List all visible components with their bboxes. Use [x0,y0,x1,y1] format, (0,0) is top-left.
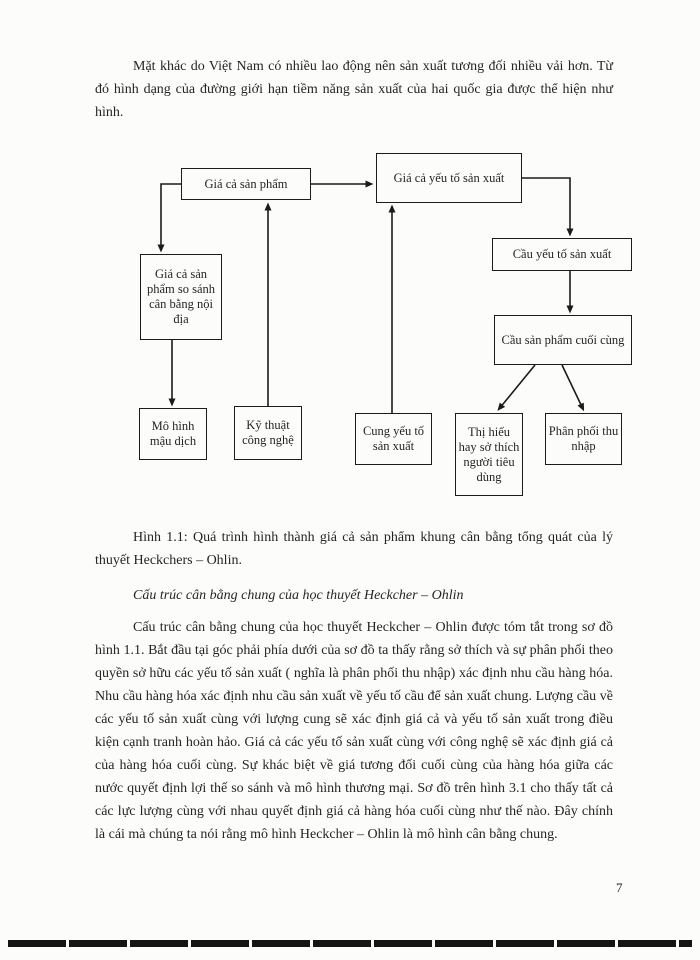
arrow-factor-price-to-factor-demand [522,177,574,237]
ho-flow-diagram: Giá cả sản phẩm Giá cả yếu tố sản xuất C… [0,145,700,510]
arrow-final-demand-to-tastes [497,364,536,411]
arrow-final-demand-to-income-distribution [561,364,585,412]
box-final-product-demand: Cầu sản phẩm cuối cùng [494,315,632,365]
figure-caption: Hình 1.1: Quá trình hình thành giá cả sả… [95,530,613,568]
box-domestic-equilibrium-price: Giá cả sản phẩm so sánh cân bằng nội địa [140,254,222,340]
box-trade-pattern: Mô hình mậu dịch [139,408,207,460]
box-factor-price: Giá cả yếu tố sản xuất [376,153,522,203]
box-income-distribution: Phân phối thu nhập [545,413,622,465]
flow-arrows [157,177,585,413]
box-technology: Kỹ thuật công nghệ [234,406,302,460]
scan-artifact-bar [8,940,692,947]
box-factor-demand: Cầu yếu tố sản xuất [492,238,632,271]
arrow-product-price-to-domestic-equilibrium [157,183,181,253]
box-factor-supply: Cung yếu tố sản xuất [355,413,432,465]
page-number: 7 [616,880,623,895]
section-heading: Cấu trúc cân bằng chung của học thuyết H… [133,588,464,603]
intro-paragraph: Mặt khác do Việt Nam có nhiều lao động n… [95,59,613,120]
body-paragraph: Cấu trúc cân bằng chung của học thuyết H… [95,620,613,842]
box-product-price: Giá cả sản phẩm [181,168,311,200]
box-consumer-tastes: Thị hiếu hay sở thích người tiêu dùng [455,413,523,496]
